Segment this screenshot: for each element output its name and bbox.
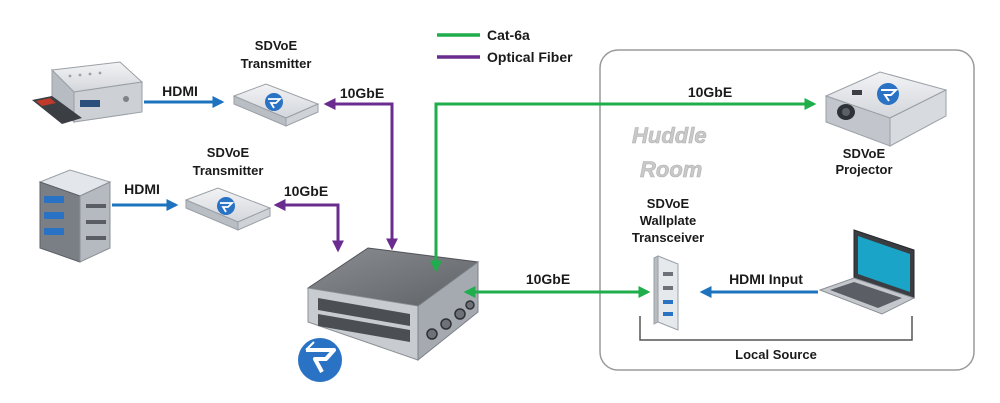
fiber-link-transmitter-2-label: 10GbE <box>284 183 328 199</box>
fiber-link-transmitter-2 <box>273 199 344 253</box>
transmitter-1-label-1: SDVoE <box>255 38 298 53</box>
huddle-room-title-1: Huddle <box>632 123 707 148</box>
transmitter-1-label-2: Transmitter <box>241 56 312 71</box>
legend-fiber-label: Optical Fiber <box>487 49 573 65</box>
local-source-label: Local Source <box>735 347 817 362</box>
projector-device <box>824 71 948 147</box>
legend: Cat-6a Optical Fiber <box>437 27 573 65</box>
wallplate-label-1: SDVoE <box>647 196 690 211</box>
sdvoe-logo-icon <box>217 197 235 215</box>
fiber-link-transmitter-1 <box>323 98 398 251</box>
hdmi-link-2-label: HDMI <box>124 181 160 197</box>
transmitter-2-label-2: Transmitter <box>193 163 264 178</box>
wallplate-transceiver-device <box>653 255 679 331</box>
transmitter-2-label-1: SDVoE <box>207 145 250 160</box>
projector-label-1: SDVoE <box>843 146 886 161</box>
wallplate-label-3: Transceiver <box>632 230 704 245</box>
projector-label-2: Projector <box>835 162 892 177</box>
transmitter-2-device <box>184 187 272 231</box>
sdvoe-logo-icon <box>265 93 283 111</box>
fiber-link-transmitter-1-label: 10GbE <box>340 85 384 101</box>
sdvoe-logo-icon <box>877 83 899 105</box>
cat6a-link-projector <box>430 98 817 273</box>
sdvoe-logo-icon <box>298 338 342 382</box>
local-source-bracket <box>639 316 913 341</box>
legend-cat6a-label: Cat-6a <box>487 27 530 43</box>
transmitter-1-device <box>232 83 320 127</box>
hdmi-link-1-label: HDMI <box>162 83 198 99</box>
cat6a-link-wallplate-label: 10GbE <box>526 271 570 287</box>
huddle-room-title-2: Room <box>640 157 702 182</box>
laptop-icon <box>818 229 916 315</box>
media-player-icon <box>32 61 144 124</box>
hdmi-input-label: HDMI Input <box>729 271 803 287</box>
wallplate-label-2: Wallplate <box>640 213 697 228</box>
server-icon <box>38 169 112 263</box>
cat6a-link-projector-label: 10GbE <box>688 84 732 100</box>
